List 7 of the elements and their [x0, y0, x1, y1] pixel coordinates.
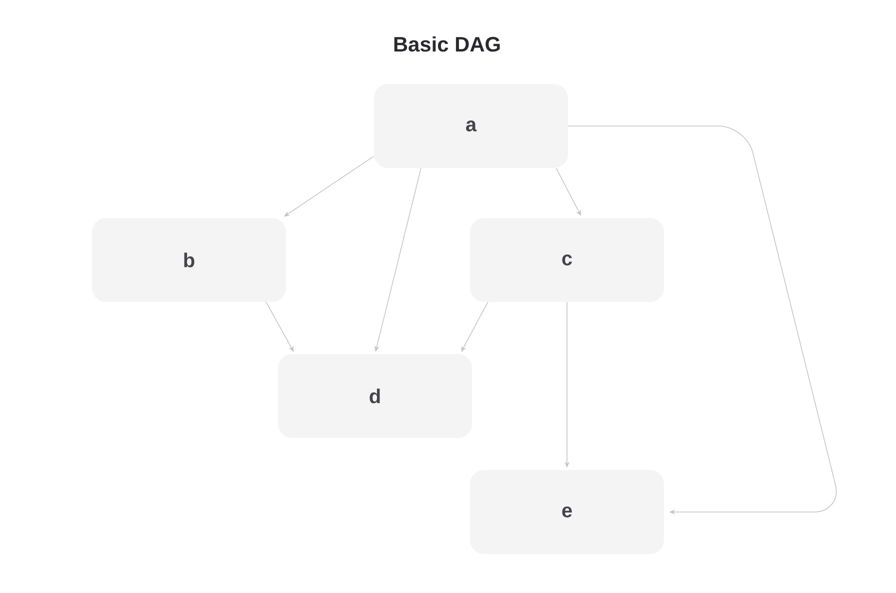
title: Basic DAG [394, 36, 500, 52]
node-box: b [92, 218, 286, 302]
node-box: a [374, 84, 568, 168]
node-box: e [470, 470, 664, 554]
arrow [568, 126, 837, 515]
node-box: d [278, 354, 472, 438]
node-box: c [470, 218, 664, 302]
